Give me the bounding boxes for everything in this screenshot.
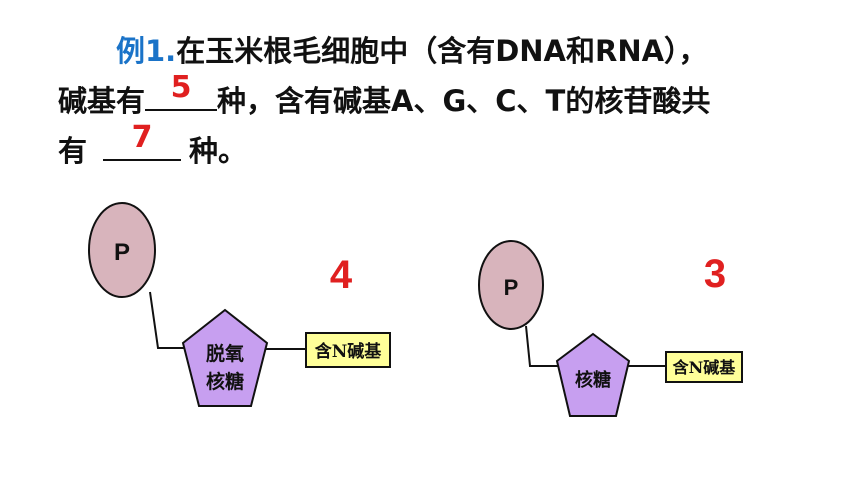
phosphate-bond-left — [149, 291, 185, 349]
question-line-3-post: 种。 — [189, 134, 248, 168]
base-label-right: 含N碱基 — [673, 358, 737, 377]
phosphate-group-left — [88, 202, 156, 298]
question-line-1: 例1.在玉米根毛细胞中（含有DNA和RNA）， — [58, 28, 848, 75]
example-label: 例1. — [116, 34, 177, 68]
phosphate-label-right: P — [504, 275, 519, 300]
answer-blank-2: 7 — [103, 120, 182, 161]
phosphate-group-right — [478, 240, 544, 330]
question-text: 例1.在玉米根毛细胞中（含有DNA和RNA）， 碱基有 5 种，含有碱基A、G、C、… — [58, 28, 848, 175]
question-line-2-post: 种，含有碱基A、G、C、T的核苷酸共 — [217, 84, 711, 118]
phosphate-label-left: P — [114, 239, 130, 266]
question-line-3-pre: 有 — [58, 134, 88, 168]
nitrogenous-base-right — [665, 351, 743, 383]
deoxyribose-sugar — [181, 308, 269, 407]
answer-blank-1: 5 — [145, 70, 218, 111]
base-label-left: 含N碱基 — [315, 341, 383, 362]
sugar-label-right: 核糖 — [575, 369, 611, 391]
question-line-1-text: 在玉米根毛细胞中（含有DNA和RNA）， — [176, 34, 708, 68]
question-line-2: 碱基有 5 种，含有碱基A、G、C、T的核苷酸共 — [58, 70, 848, 125]
answer-1: 5 — [170, 70, 192, 105]
answer-2: 7 — [131, 120, 153, 155]
ribonucleotide-diagram: P 核糖 含N碱基 3 — [478, 240, 743, 417]
phosphate-bond-right — [525, 325, 559, 367]
base-count-right: 3 — [704, 252, 726, 296]
sugar-label-left-2: 核糖 — [206, 370, 244, 393]
nitrogenous-base-left — [305, 332, 391, 368]
deoxyribonucleotide-diagram: P 脱氧 核糖 含N碱基 4 — [88, 202, 391, 407]
sugar-label-left-1: 脱氧 — [206, 342, 244, 365]
question-line-3: 有 7 种。 — [58, 120, 848, 175]
question-line-2-pre: 碱基有 — [58, 84, 146, 118]
ribose-sugar — [555, 332, 631, 417]
base-count-left: 4 — [330, 253, 353, 297]
